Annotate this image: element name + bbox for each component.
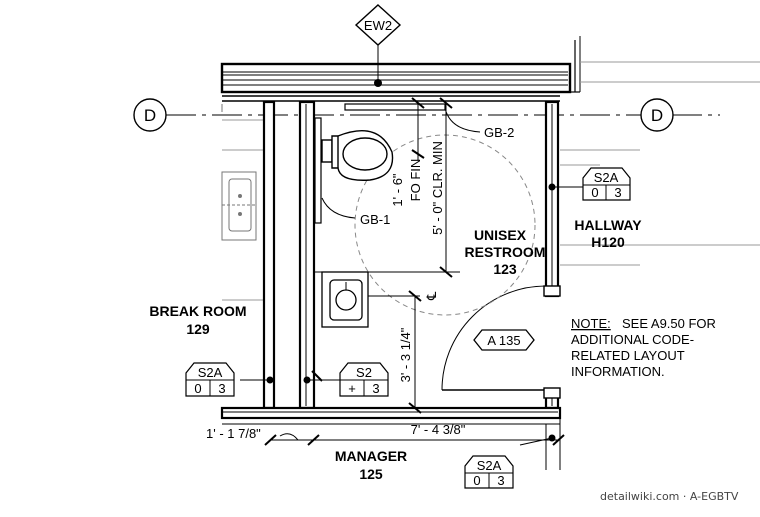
general-note: NOTE: SEE A9.50 FOR ADDITIONAL CODE- REL… — [571, 316, 716, 379]
wall-tag-hallway-left: 0 — [591, 185, 598, 200]
clearance-circle — [354, 134, 536, 316]
door-tag-label: A 135 — [487, 333, 520, 348]
wall-tag-manager-type: S2A — [477, 458, 502, 473]
dim-lines — [264, 97, 565, 446]
note-line-3: RELATED LAYOUT — [571, 348, 685, 363]
wall-stud-lines — [222, 104, 561, 470]
dim-room-width: 7' - 4 3/8" — [411, 422, 466, 437]
wall-tag-hallway-right: 3 — [614, 185, 621, 200]
wall-tag-partition-type: S2 — [356, 365, 372, 380]
wall-tag-manager: S2A 0 3 — [464, 455, 514, 489]
interior-walls — [220, 100, 562, 420]
exterior-wall — [220, 36, 581, 102]
note-line-2: ADDITIONAL CODE- — [571, 332, 694, 347]
dim-lav-height: 3' - 3 1/4" — [398, 327, 413, 382]
grab-bar-gb1 — [314, 117, 322, 224]
exterior-wall-tag-label: EW2 — [364, 18, 392, 33]
grid-bubble-right-label: D — [651, 106, 663, 125]
break-room-number: 129 — [186, 321, 210, 337]
door-tag: A 135 — [473, 329, 535, 351]
break-room-furniture — [221, 104, 257, 241]
wall-tag-hallway: S2A 0 3 — [582, 167, 631, 201]
note-label: NOTE: — [571, 316, 611, 331]
hallway-bg-lines — [560, 61, 760, 266]
hallway-number: H120 — [591, 234, 625, 250]
dim-left-width: 1' - 1 7/8" — [206, 426, 261, 441]
grab-bar-gb2 — [344, 103, 446, 111]
wall-tag-partition-right: 3 — [372, 381, 379, 396]
note-line-4: INFORMATION. — [571, 364, 665, 379]
unisex-restroom-name-2: RESTROOM — [465, 244, 546, 260]
wall-tag-break-type: S2A — [198, 365, 223, 380]
wall-tag-partition-left: + — [348, 381, 356, 396]
unisex-restroom-name: UNISEX — [474, 227, 527, 243]
note-line-1: SEE A9.50 FOR — [622, 316, 716, 331]
wall-tag-break-left: 0 — [194, 381, 201, 396]
break-room-name: BREAK ROOM — [149, 303, 246, 319]
wall-tag-break-right: 3 — [218, 381, 225, 396]
dim-fo-fin-value: 1' - 6" — [390, 173, 405, 206]
break-room-bg-lines — [222, 119, 264, 301]
wall-tag-manager-right: 3 — [497, 473, 504, 488]
door[interactable] — [441, 285, 561, 399]
wall-tag-break: S2A 0 3 — [185, 362, 235, 397]
hallway-name: HALLWAY — [574, 217, 642, 233]
lavatory — [321, 271, 369, 328]
manager-number: 125 — [359, 466, 383, 482]
gb2-callout: GB-2 — [484, 125, 514, 140]
leader-lines — [321, 107, 481, 219]
watermark: detailwiki.com · A-EGBTV — [600, 490, 739, 503]
gb1-callout: GB-1 — [360, 212, 390, 227]
exterior-wall-tag: EW2 — [354, 4, 402, 46]
manager-name: MANAGER — [335, 448, 407, 464]
wall-tag-hallway-type: S2A — [594, 170, 619, 185]
grid-bubble-left-label: D — [144, 106, 156, 125]
centerline-symbol: ℄ — [424, 291, 439, 301]
unisex-restroom-number: 123 — [493, 261, 517, 277]
dim-clear-min: 5' - 0" CLR. MIN — [430, 141, 445, 235]
toilet — [321, 129, 394, 181]
wall-tag-manager-left: 0 — [473, 473, 480, 488]
grid-line-d: D D — [133, 98, 720, 132]
dim-fo-fin-label: FO FIN — [408, 159, 423, 202]
wall-tag-partition: S2 + 3 — [339, 362, 389, 397]
